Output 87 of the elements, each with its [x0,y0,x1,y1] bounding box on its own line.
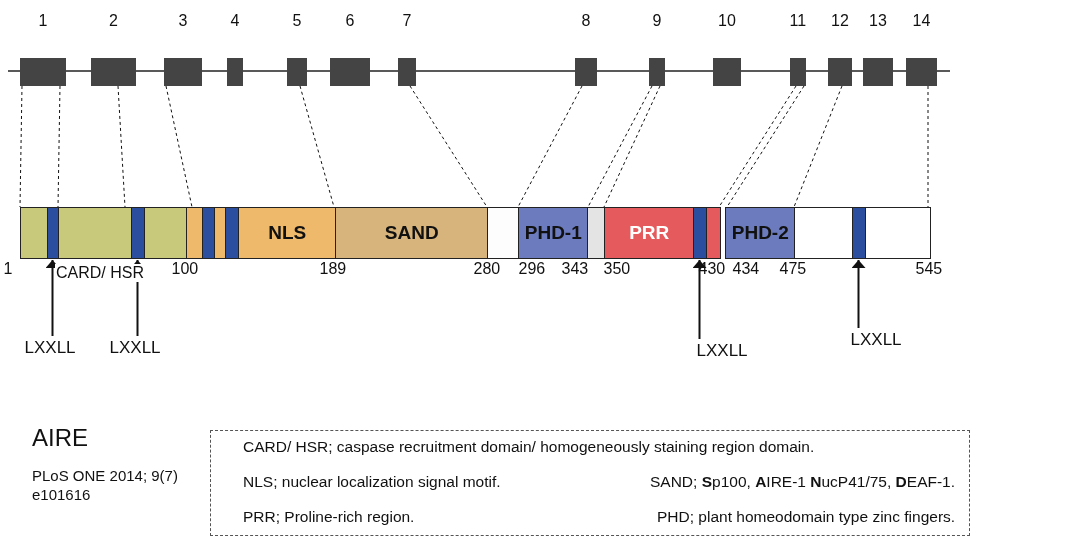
motif-label: LXXLL [24,338,76,358]
domain-segment [518,207,589,259]
note-text: SAND; Sp100, AIRE-1 NucP41/75, DEAF-1. [650,473,956,491]
domain-segment [20,207,49,259]
exon-block [649,58,665,86]
domain-segment [144,207,188,259]
domain-segment [214,207,227,259]
motif-label: LXXLL [696,341,748,361]
domain-segment [865,207,931,259]
note-text: PHD; plant homeodomain type zinc fingers. [657,508,956,526]
motif-label: LXXLL [109,338,161,358]
exon-block [863,58,893,86]
domain-name: CARD/ HSR [55,264,145,282]
protein-name: AIRE [32,424,88,452]
citation-text: PLoS ONE 2014; 9(7) e101616 [32,466,179,504]
domain-segment [693,207,708,259]
exon-number: 6 [345,12,355,30]
arrow [851,259,866,329]
dashed-connector [793,85,843,208]
exon-block [713,58,741,86]
position-number: 434 [732,260,760,278]
dashed-connector [718,85,797,208]
exon-number: 9 [652,12,662,30]
exon-block [828,58,852,86]
exon-number: 11 [789,12,807,30]
domain-segment [47,207,60,259]
domain-label: NLS [268,222,307,244]
position-number: 189 [319,260,347,278]
exon-block [164,58,202,86]
position-number: 475 [779,260,807,278]
domain-segment [604,207,695,259]
dashed-connector [19,85,23,208]
dashed-connector [517,85,583,208]
domain-segment [225,207,240,259]
exon-number: 1 [38,12,48,30]
exon-number: 7 [402,12,412,30]
dashed-connector [603,85,661,208]
domain-segment [706,207,721,259]
position-number: 280 [473,260,501,278]
domain-segment [725,207,796,259]
note-text: PRR; Proline-rich region. [243,508,415,526]
exon-number: 10 [718,12,736,30]
domain-label: PHD-1 [524,222,582,244]
note-text: CARD/ HSR; caspase recruitment domain/ homogeneously staining region domain. [243,438,815,456]
exon-block [91,58,136,86]
dashed-connector [726,85,805,208]
exon-block [575,58,597,86]
domain-segment [794,207,854,259]
exon-number: 4 [230,12,240,30]
position-number: 100 [171,260,199,278]
dashed-connector [409,85,488,208]
arrow [692,259,707,340]
dashed-connector [57,85,61,208]
domain-segment [587,207,606,259]
exon-number: 2 [109,12,118,30]
position-number: 545 [915,260,943,278]
domain-segment [852,207,867,259]
exon-number: 12 [831,12,849,30]
exon-block [20,58,66,86]
exon-block [227,58,243,86]
motif-label: LXXLL [850,330,902,350]
dashed-connector [587,85,653,208]
note-text: NLS; nuclear localization signal motif. [243,473,501,491]
exon-number: 14 [912,12,931,30]
domain-label: PRR [629,222,670,244]
exon-block [906,58,937,86]
position-number: 1 [3,260,13,278]
exon-number: 5 [292,12,302,30]
exon-number: 3 [178,12,188,30]
position-number: 343 [561,260,589,278]
domain-label: PHD-2 [731,222,789,244]
dashed-connector [165,85,193,208]
exon-number: 8 [581,12,591,30]
position-number: 296 [518,260,546,278]
exon-block [790,58,806,86]
position-number: 350 [603,260,631,278]
dashed-connector [117,85,126,208]
domain-segment [131,207,146,259]
domain-segment [487,207,520,259]
exon-block [398,58,416,86]
exon-block [330,58,370,86]
domain-segment [335,207,489,259]
exon-block [287,58,307,86]
domain-segment [58,207,133,259]
domain-label: SAND [384,222,439,244]
domain-segment [238,207,337,259]
exon-number: 13 [869,12,887,30]
